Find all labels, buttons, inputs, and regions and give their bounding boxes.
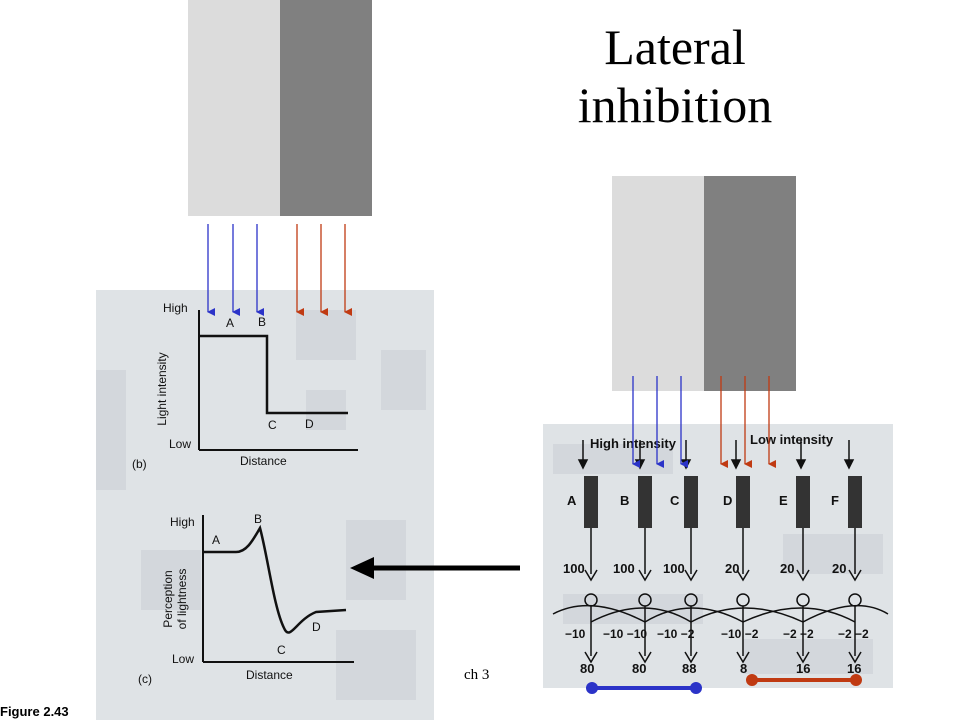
top-stimulus-arrows <box>207 224 352 316</box>
title-line-1: Lateral <box>604 19 746 75</box>
graph-b-high-label: High <box>163 301 188 315</box>
receptor-label-c: C <box>670 493 680 508</box>
stimulus-light-bar-left <box>188 0 280 216</box>
graph-c-perception-curve <box>203 524 347 634</box>
input-value-c: 100 <box>663 561 685 576</box>
input-value-d: 20 <box>725 561 740 576</box>
output-value-b: 80 <box>632 661 647 676</box>
inhibition-value-f: −2 −2 <box>838 627 869 641</box>
input-value-e: 20 <box>780 561 795 576</box>
lightness-graphs <box>198 310 358 663</box>
graph-c-low-label: Low <box>172 652 195 666</box>
red-output-connector <box>746 674 862 686</box>
graph-c-high-label: High <box>170 515 195 529</box>
input-value-f: 20 <box>832 561 847 576</box>
footer-chapter-label: ch 3 <box>464 667 490 683</box>
receptor-label-f: F <box>831 493 839 508</box>
right-stimulus-arrows <box>632 376 776 468</box>
output-value-d: 8 <box>740 661 748 676</box>
graph-b-intensity-step <box>199 334 348 415</box>
graph-c-point-d: D <box>312 620 321 634</box>
inhibition-value-d: −10 −2 <box>721 627 759 641</box>
output-value-a: 80 <box>580 661 595 676</box>
graph-b-point-a: A <box>226 316 235 330</box>
output-value-c: 88 <box>682 661 697 676</box>
receptor-cells <box>584 476 862 528</box>
graph-c-x-axis-label: Distance <box>246 668 293 682</box>
graph-c-point-b: B <box>254 512 263 526</box>
light-input-arrows <box>577 440 855 470</box>
stimulus-dark-bar-left <box>280 0 372 216</box>
graph-b-point-d: D <box>305 417 314 431</box>
input-value-b: 100 <box>613 561 635 576</box>
output-value-f: 16 <box>847 661 862 676</box>
receptor-label-d: D <box>723 493 733 508</box>
inhibition-value-a: −10 <box>565 627 586 641</box>
receptor-label-a: A <box>567 493 577 508</box>
figure-scan-panel <box>96 290 434 720</box>
blue-output-connector <box>586 682 702 694</box>
graph-b-panel-tag: (b) <box>132 457 147 471</box>
low-intensity-label: Low intensity <box>750 432 834 447</box>
graph-b-x-axis-label: Distance <box>240 454 287 468</box>
graph-c-point-a: A <box>212 533 221 547</box>
receptor-network <box>552 440 889 664</box>
slide-title: Lateral inhibition <box>520 18 830 134</box>
receptor-stems <box>584 528 862 582</box>
graph-b-point-b: B <box>258 315 267 329</box>
inhibition-value-c: −10 −2 <box>657 627 695 641</box>
graph-c-point-c: C <box>277 643 286 657</box>
receptor-scan-panel <box>543 424 893 688</box>
stimulus-dark-bar-right <box>704 176 796 391</box>
graph-c-panel-tag: (c) <box>138 672 152 686</box>
receptor-label-e: E <box>779 493 788 508</box>
inhibition-value-b: −10 −10 <box>603 627 648 641</box>
inhibitory-connections <box>552 593 889 664</box>
receptor-label-b: B <box>620 493 630 508</box>
left-arrow-icon <box>350 557 520 579</box>
title-line-2: inhibition <box>577 77 773 133</box>
graph-b-low-label: Low <box>169 437 192 451</box>
output-value-e: 16 <box>796 661 811 676</box>
stimulus-light-bar-right <box>612 176 704 391</box>
input-value-a: 100 <box>563 561 585 576</box>
figure-caption: Figure 2.43 <box>0 704 69 719</box>
graph-b-point-c: C <box>268 418 277 432</box>
inhibition-value-e: −2 −2 <box>783 627 814 641</box>
